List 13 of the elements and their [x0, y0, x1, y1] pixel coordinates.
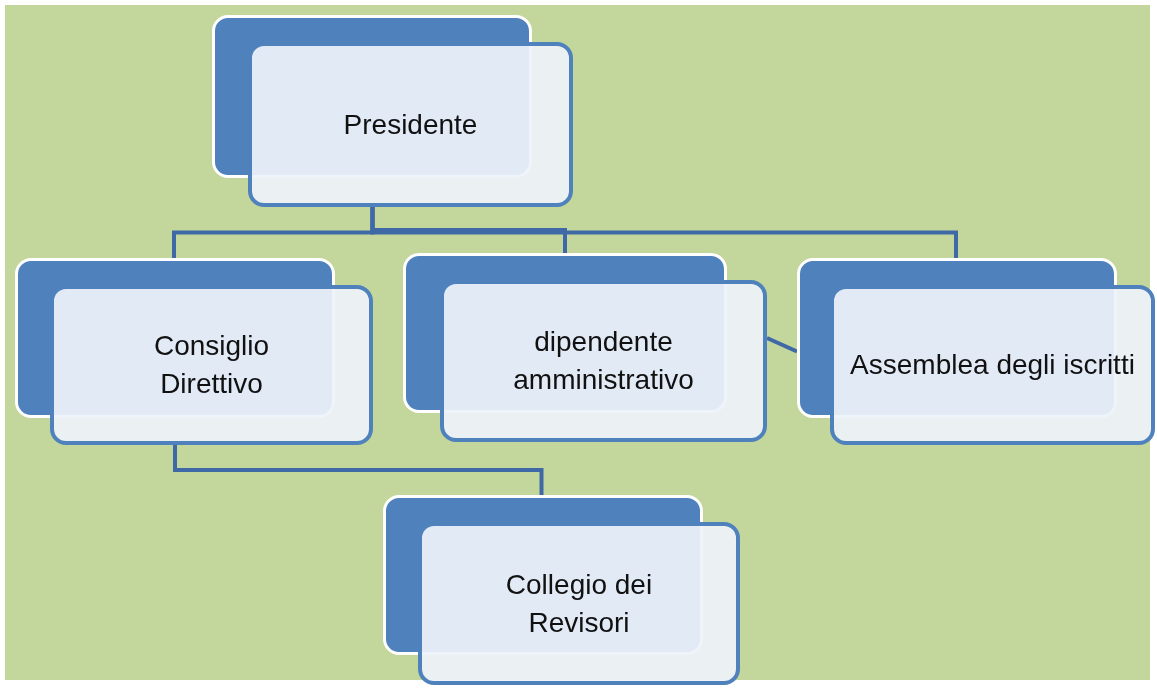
org-chart-box	[403, 253, 767, 442]
org-chart-box	[212, 15, 573, 207]
org-chart-box	[797, 258, 1155, 445]
connector-line	[370, 207, 958, 258]
connector-line	[173, 445, 544, 495]
box-label: dipendente amministrativo	[512, 325, 695, 397]
org-chart-box	[15, 258, 373, 445]
box-label: Collegio dei Revisori	[504, 567, 654, 640]
org-chart-box	[383, 495, 740, 685]
connector-line	[766, 336, 798, 354]
box-label: Consiglio Direttivo	[152, 329, 271, 401]
box-label: Presidente	[343, 107, 478, 142]
box-label: Assemblea degli iscritti	[850, 348, 1135, 383]
